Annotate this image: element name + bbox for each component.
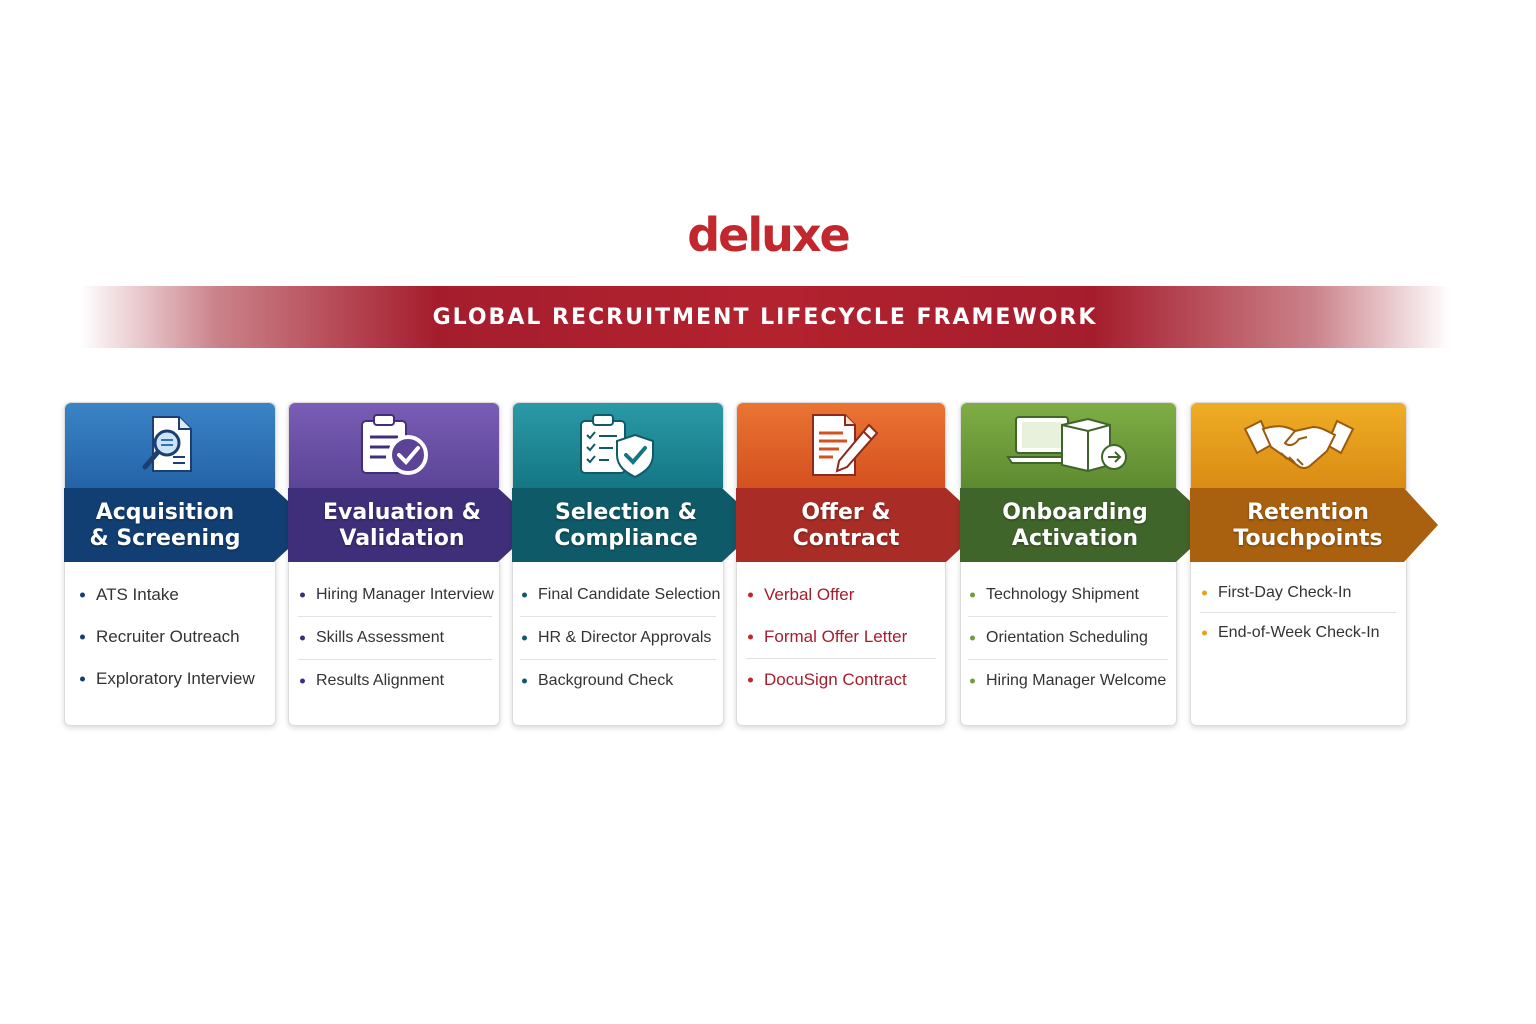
stage-title-selection: Selection &Compliance (554, 500, 698, 551)
list-item: Formal Offer Letter (746, 616, 936, 659)
stage-title-evaluation: Evaluation &Validation (323, 500, 481, 551)
stage-title-acquisition: Acquisition& Screening (89, 500, 241, 551)
list-item: Recruiter Outreach (78, 616, 268, 658)
deluxe-logo: deluxe (687, 208, 851, 262)
list-item: Final Candidate Selection (520, 574, 720, 617)
list-item: First-Day Check-In (1200, 574, 1396, 613)
laptop-box-icon (1005, 411, 1132, 482)
stage-items-acquisition: ATS Intake Recruiter Outreach Explorator… (78, 574, 268, 700)
list-item: Hiring Manager Interview (298, 574, 494, 617)
list-item: Exploratory Interview (78, 658, 268, 700)
stage-card-onboarding (960, 402, 1177, 726)
stage-card-retention (1190, 402, 1407, 726)
handshake-icon (1241, 411, 1357, 482)
list-item: Orientation Scheduling (968, 617, 1168, 660)
list-item: Verbal Offer (746, 574, 936, 616)
stage-card-evaluation (288, 402, 500, 726)
list-item: Background Check (520, 660, 716, 702)
list-item: HR & Director Approvals (520, 617, 716, 660)
stage-band-onboarding (960, 488, 1222, 562)
document-search-icon (135, 411, 205, 482)
stage-items-retention: First-Day Check-In End-of-Week Check-In (1200, 574, 1396, 653)
list-item: End-of-Week Check-In (1200, 613, 1396, 653)
list-item: Results Alignment (298, 660, 492, 702)
stage-band-evaluation (288, 488, 544, 562)
stage-band-retention (1190, 488, 1438, 562)
list-item: Skills Assessment (298, 617, 492, 660)
stage-items-selection: Final Candidate Selection HR & Director … (520, 574, 720, 702)
stage-card-acquisition (64, 402, 276, 726)
checklist-shield-icon (573, 411, 663, 484)
list-item: ATS Intake (78, 574, 268, 616)
list-item: DocuSign Contract (746, 659, 936, 701)
list-item: Hiring Manager Welcome (968, 660, 1168, 702)
stage-card-offer (736, 402, 946, 726)
stage-items-offer: Verbal Offer Formal Offer Letter DocuSig… (746, 574, 936, 701)
stage-band-selection (512, 488, 768, 562)
stage-band-acquisition (64, 488, 320, 562)
list-item: Technology Shipment (968, 574, 1168, 617)
page-title: GLOBAL RECRUITMENT LIFECYCLE FRAMEWORK (432, 304, 1098, 330)
clipboard-check-icon (352, 411, 436, 484)
stage-title-offer: Offer &Contract (792, 500, 900, 551)
document-pen-icon (799, 411, 883, 486)
title-banner: GLOBAL RECRUITMENT LIFECYCLE FRAMEWORK (80, 286, 1450, 348)
stage-card-selection (512, 402, 724, 726)
stage-items-evaluation: Hiring Manager Interview Skills Assessme… (298, 574, 494, 702)
stage-items-onboarding: Technology Shipment Orientation Scheduli… (968, 574, 1168, 702)
stage-band-offer (736, 488, 992, 562)
